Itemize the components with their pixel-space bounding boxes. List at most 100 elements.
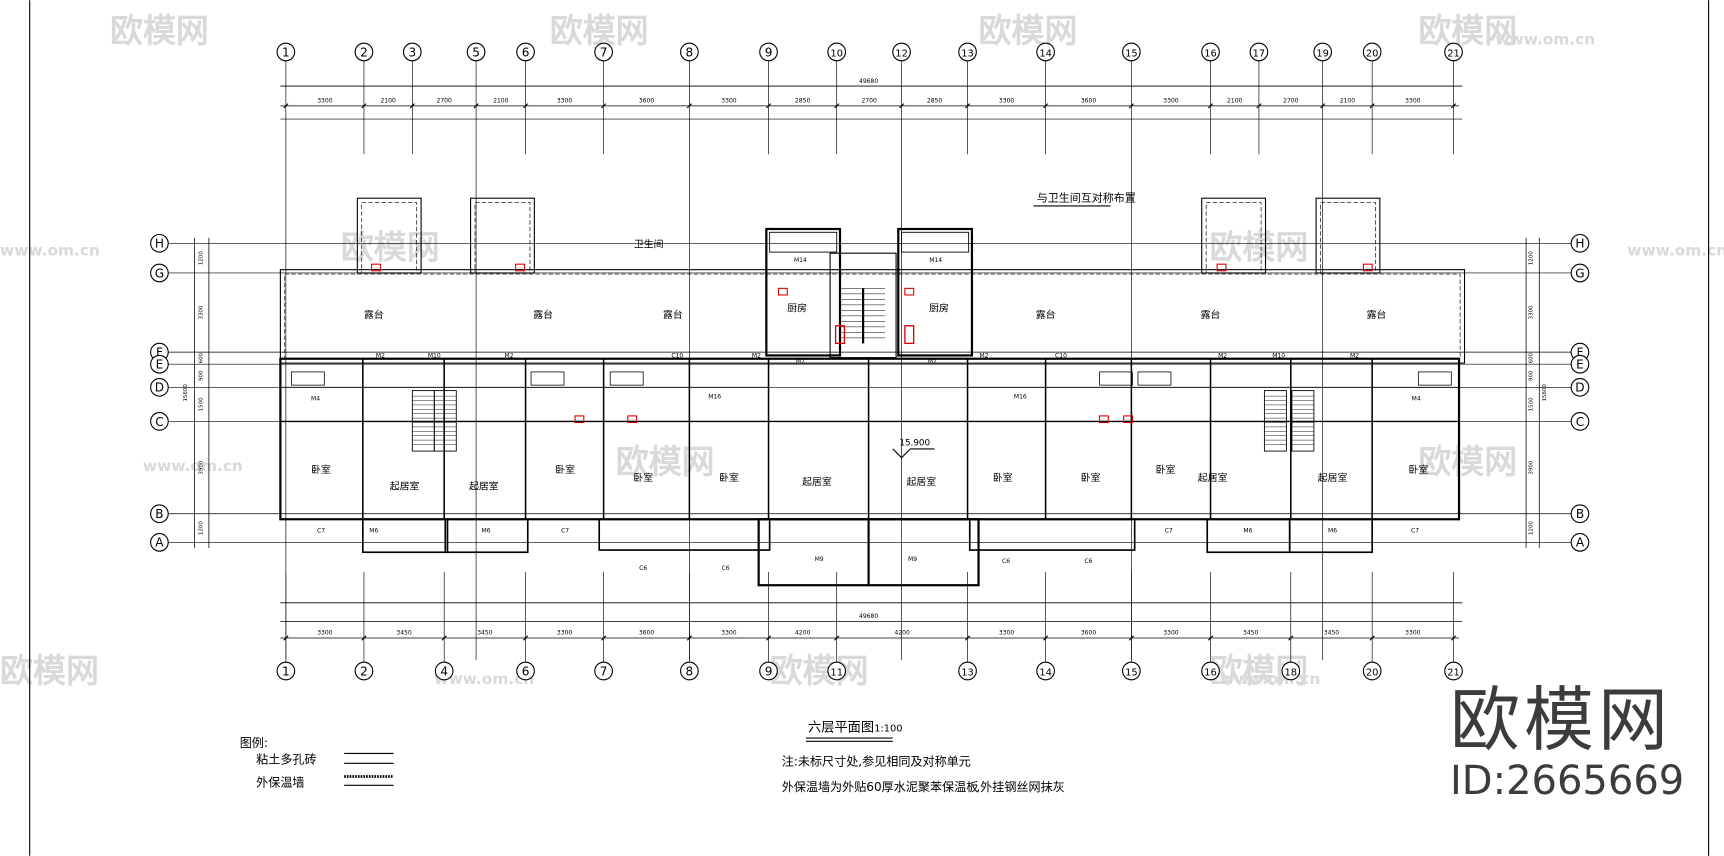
axis-row-left-label: F	[156, 346, 163, 360]
legend-item-insulated-wall: 外保温墙	[256, 775, 304, 789]
bottom-dim-text: 3300	[1163, 630, 1179, 637]
axis-top-label: 14	[1039, 48, 1052, 59]
top-dim-text: 3300	[1163, 98, 1179, 105]
axis-top-label: 20	[1366, 48, 1379, 59]
top-dim-tick	[601, 103, 607, 109]
axis-row-right-label: F	[1576, 346, 1583, 360]
bottom-dim-text: 3450	[1324, 630, 1340, 637]
axis-bottom-label: 16	[1204, 667, 1217, 678]
axis-top-bubble	[1036, 42, 1055, 62]
bottom-total-text: 49680	[859, 613, 878, 620]
door-window-tag: C7	[317, 527, 325, 534]
axis-top-bubble	[680, 42, 699, 62]
axis-bottom-bubble	[1281, 661, 1301, 681]
bay-center-right	[968, 518, 1136, 551]
room-label: 卧室	[1408, 463, 1428, 476]
axis-row-left-bubble	[150, 263, 169, 283]
watermark-brand: 欧模网	[616, 442, 715, 481]
top-dim-tick	[898, 103, 905, 109]
axis-top-label: 15	[1125, 48, 1138, 59]
axis-top-bubble	[827, 42, 847, 62]
door-window-tag: M10	[428, 353, 441, 360]
axis-bottom-label: 13	[961, 667, 974, 678]
room-label: 卧室	[993, 471, 1013, 484]
axis-top-bubble	[1249, 42, 1269, 62]
door-window-tag: M14	[929, 257, 942, 264]
axis-bottom-label: 14	[1039, 667, 1052, 678]
row-dim-text: 3300	[1529, 305, 1535, 319]
row-dim-text: 3900	[198, 460, 204, 474]
top-dim-tick	[1256, 103, 1262, 109]
bay-center-left	[598, 518, 771, 551]
axis-row-left-bubble	[150, 504, 169, 524]
walls	[279, 197, 1466, 587]
top-dim-tick	[283, 103, 289, 109]
axis-top-bubble	[1122, 42, 1141, 62]
top-dim-tick	[1450, 103, 1457, 109]
axis-bottom-bubble	[1122, 661, 1141, 681]
room-label: 卫生间	[634, 238, 664, 251]
axis-top-bubble	[1313, 42, 1333, 62]
door-window-tag: C7	[561, 527, 569, 534]
bottom-dim-tick	[1369, 635, 1375, 641]
axis-bottom-label: 11	[830, 667, 843, 678]
door-window-tag: C6	[639, 565, 647, 572]
top-dim-tick	[522, 103, 529, 109]
axis-row-left-label: B	[155, 507, 163, 521]
top-dim-text: 2850	[927, 98, 943, 105]
axis-top-label: 5	[472, 45, 480, 59]
room-label: 起居室	[469, 480, 499, 493]
door-window-tag: C10	[671, 353, 683, 360]
room-label: 露台	[1201, 308, 1221, 321]
axis-top-bubble	[276, 42, 296, 62]
red-fixture-marker	[777, 287, 788, 296]
door-window-tag: M16	[1014, 393, 1027, 400]
axis-top-bubble	[1444, 42, 1463, 62]
bottom-dim-tick	[1128, 635, 1134, 641]
room-label: 露台	[663, 308, 683, 321]
bottom-dim-tick	[1450, 635, 1457, 641]
top-dim-text: 3300	[1405, 98, 1421, 105]
axis-bottom-bubble	[1201, 661, 1220, 681]
row-dim-text: 3300	[198, 305, 204, 319]
kitchen-block	[765, 227, 842, 357]
axis-bottom-label: 1	[282, 664, 290, 678]
watermark-brand: 欧模网	[1418, 442, 1517, 481]
bottom-dim-text: 3300	[999, 630, 1015, 637]
door-window-tag: M6	[1328, 527, 1337, 534]
axis-row-right-bubble	[1570, 504, 1590, 524]
balcony-inner	[1205, 202, 1262, 274]
watermark-url: www.om.cn	[1220, 670, 1320, 688]
elevation-mark: 15.900	[892, 439, 935, 459]
room-label: 厨房	[787, 301, 807, 314]
top-dim-tick	[1320, 103, 1326, 109]
terrace-outline	[279, 269, 1466, 364]
red-fixture-marker	[371, 263, 381, 272]
elevation-text: 15.900	[899, 439, 930, 449]
legend-item-brick: 粘土多孔砖	[256, 751, 316, 766]
door-window-tag: C6	[722, 565, 730, 572]
legend-heading: 图例:	[240, 736, 268, 750]
axis-top-bubble	[402, 42, 422, 62]
axis-row-right-label: A	[1576, 536, 1585, 550]
bottom-dim-text: 3450	[1243, 630, 1259, 637]
door-window-tag: M2	[980, 353, 989, 360]
top-dim-text: 2700	[1283, 98, 1299, 105]
axis-bottom-bubble	[958, 661, 977, 681]
room-label: 露台	[533, 308, 553, 321]
axis-bottom-label: 21	[1447, 667, 1460, 678]
room-label: 卧室	[555, 463, 575, 476]
axis-top-label: 1	[282, 45, 290, 59]
model-id: ID:2665669	[1450, 758, 1685, 804]
axis-row-left-bubble	[150, 354, 169, 374]
door-window-tag: C7	[1411, 527, 1419, 534]
row-dim-text: 600	[198, 352, 204, 363]
bathtub-fixture	[1099, 371, 1133, 386]
axis-row-right-bubble	[1570, 377, 1590, 397]
axis-top-label: 21	[1447, 48, 1460, 59]
axis-top-bubble	[958, 42, 977, 62]
door-window-tag: C6	[1002, 558, 1010, 565]
room-label: 卧室	[1081, 471, 1101, 484]
axis-row-right-bubble	[1570, 263, 1590, 283]
axis-bottom-bubble	[827, 661, 847, 681]
